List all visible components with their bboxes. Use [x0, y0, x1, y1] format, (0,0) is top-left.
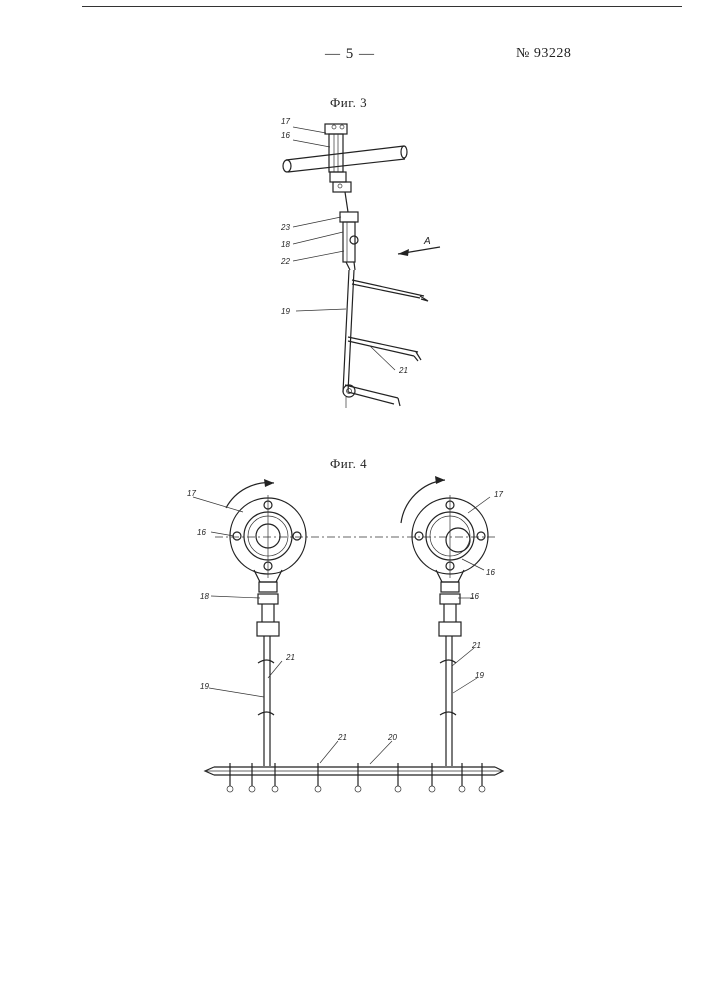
fig4-right-arm	[439, 594, 461, 766]
fig4-left-arm	[257, 594, 279, 766]
fig4-left-label-21: 21	[285, 653, 295, 662]
fig4-left-hub	[230, 495, 306, 592]
fig4-right-label-16b: 16	[470, 592, 479, 601]
fig4-left-label-19: 19	[200, 682, 209, 691]
fig4-bar-label-21: 21	[337, 733, 347, 742]
fig4-right-label-21: 21	[471, 641, 481, 650]
fig4-bottom-bar	[205, 767, 503, 775]
fig4-left-label-16: 16	[197, 528, 206, 537]
fig4-right-label-16a: 16	[486, 568, 495, 577]
fig4-left-label-18: 18	[200, 592, 209, 601]
fig4-right-hub	[412, 495, 488, 592]
fig4-left-label-17: 17	[187, 489, 196, 498]
fig4-bar-label-20: 20	[387, 733, 397, 742]
fig4-right-label-17: 17	[494, 490, 503, 499]
fig4-right-label-19: 19	[475, 671, 484, 680]
